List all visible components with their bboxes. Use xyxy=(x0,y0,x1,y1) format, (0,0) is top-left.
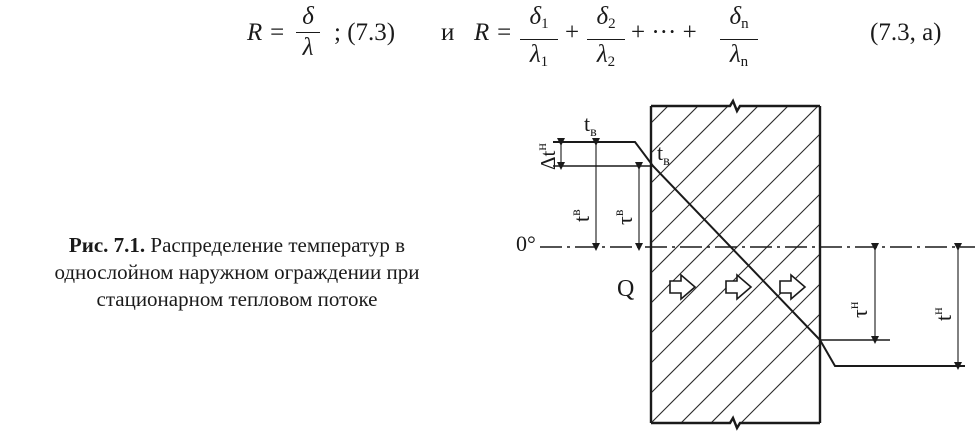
heat-flow-arrow-icon xyxy=(725,273,753,301)
tau-n-label: τн xyxy=(847,301,872,318)
t-b-top-label: tв xyxy=(584,111,597,140)
caption-line-1: Распределение температур в xyxy=(150,233,406,257)
wall-outline xyxy=(649,98,822,431)
fraction-bar xyxy=(720,39,758,40)
fraction-bar xyxy=(520,39,558,40)
heat-flow-arrow-icon xyxy=(669,273,697,301)
fraction-bar xyxy=(296,32,320,33)
formula-2-plus: + xyxy=(565,19,580,46)
formula-connector: и xyxy=(441,19,455,46)
term-n-numerator: δ xyxy=(729,3,742,30)
heat-flow-arrows xyxy=(669,273,807,301)
formula-1-numerator: δ xyxy=(302,3,314,30)
term-1-denominator: λ xyxy=(529,41,541,68)
formula-2-ellipsis: + ··· + xyxy=(631,19,697,46)
heat-flow-arrow-icon xyxy=(779,273,807,301)
term-2-numerator-index: 2 xyxy=(608,16,616,32)
caption-line-3: стационарном тепловом потоке xyxy=(96,287,378,311)
delta-t-label: Δtн xyxy=(535,143,560,170)
heat-flow-q-label: Q xyxy=(617,276,634,302)
term-n-numerator-index: n xyxy=(741,16,749,32)
term-n-denominator-index: n xyxy=(740,54,749,70)
outer-dimensions xyxy=(871,243,962,370)
wall-hatching xyxy=(651,106,820,423)
t-b-surface-label: tв xyxy=(657,140,670,169)
term-2-numerator: δ xyxy=(596,3,609,30)
term-1-denominator-index: 1 xyxy=(540,54,549,70)
tau-b-label: τв xyxy=(612,209,637,225)
t-b-vertical-label: tв xyxy=(569,209,594,222)
formula-2-lhs: R = xyxy=(474,19,513,46)
t-n-label: tн xyxy=(931,307,956,321)
term-n-denominator: λ xyxy=(729,41,741,68)
formula-2-term-2: δ2 λ2 xyxy=(587,4,625,75)
fraction-bar xyxy=(587,39,625,40)
formula-1-fraction: δ λ xyxy=(296,4,320,61)
inner-dimensions xyxy=(557,138,643,251)
term-1-numerator-index: 1 xyxy=(541,16,549,32)
temperature-profile-line xyxy=(553,141,965,367)
term-2-denominator: λ xyxy=(596,41,608,68)
formula-2-term-n: δn λn xyxy=(720,4,758,75)
figure-caption: Рис. 7.1. Распределение температур в одн… xyxy=(0,232,474,313)
formula-2-label: (7.3, а) xyxy=(870,19,942,46)
formula-1-label: ; (7.3) xyxy=(334,19,396,46)
caption-title: Рис. 7.1. xyxy=(68,233,146,257)
zero-degree-label: 0° xyxy=(516,231,536,256)
formula-1-lhs: R = xyxy=(247,19,286,46)
formula-2-term-1: δ1 λ1 xyxy=(520,4,558,75)
term-2-denominator-index: 2 xyxy=(607,54,616,70)
term-1-numerator: δ xyxy=(529,3,542,30)
formula-1-denominator: λ xyxy=(302,34,314,61)
caption-line-2: однослойном наружном ограждении при xyxy=(54,260,420,284)
